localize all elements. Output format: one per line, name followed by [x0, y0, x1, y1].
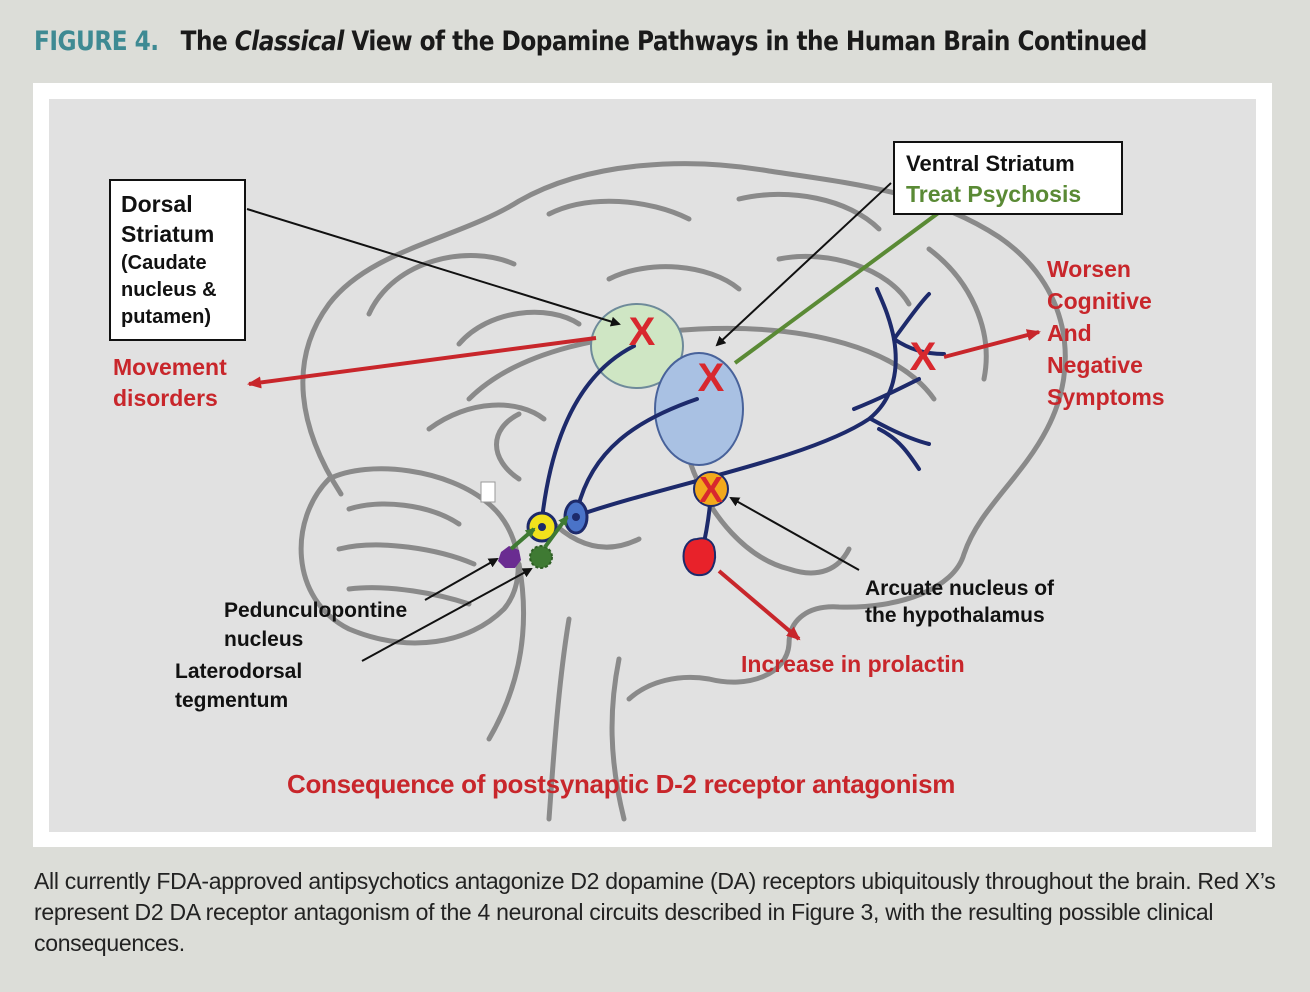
arcuate-line2: the hypothalamus: [865, 604, 1045, 627]
ventral-label: Ventral Striatum: [906, 151, 1075, 176]
ventral-striatum-box: Ventral Striatum Treat Psychosis: [893, 141, 1123, 215]
worsen-line3: And: [1047, 320, 1092, 346]
worsen-line1: Worsen: [1047, 256, 1131, 282]
title-prefix: The: [180, 26, 235, 57]
mesocortical-pathway: [574, 337, 898, 518]
dorsal-striatum-box: Dorsal Striatum (Caudate nucleus & putam…: [109, 179, 246, 341]
ventral-striatum-shape: [654, 352, 744, 466]
movement-arrow: [247, 336, 597, 389]
dorsal-label-line4: nucleus &: [121, 279, 217, 301]
vta-dot: [572, 513, 580, 521]
dorsal-label-line3: (Caudate: [121, 252, 207, 274]
cerebellum-folds: [336, 501, 477, 607]
brain-cortex-outline: [300, 161, 1068, 702]
brain-diagram: X X X X: [246, 161, 1068, 822]
psychosis-arrow: [733, 192, 966, 365]
figure-frame: X X X X Dorsal Striatum (Caudate nucleus…: [33, 83, 1272, 847]
dorsal-label-line1: Dorsal: [121, 191, 193, 217]
pedunculo-pointer-line: [424, 558, 499, 601]
laterodorsal-pointer-line: [361, 568, 533, 662]
worsen-line2: Cognitive: [1047, 288, 1152, 314]
ppn-to-sn-arrow: [509, 527, 536, 551]
cortical-branch-3: [869, 417, 931, 446]
dorsal-label-line2: Striatum: [121, 221, 215, 247]
pedunculopontine-label: Pedunculopontine nucleus: [224, 596, 407, 654]
brain-gyri: [366, 191, 989, 432]
treat-psychosis-label: Treat Psychosis: [906, 181, 1082, 207]
nigrostriatal-pathway: [540, 344, 636, 521]
cortical-branch-5: [877, 427, 921, 471]
arcuate-line1: Arcuate nucleus of: [865, 577, 1055, 600]
laterodorsal-label: Laterodorsal tegmentum: [175, 657, 302, 715]
consequence-label: Consequence of postsynaptic D-2 receptor…: [287, 769, 956, 799]
pedunculo-line1: Pedunculopontine: [224, 599, 408, 622]
laterodorsal-line1: Laterodorsal: [175, 660, 303, 683]
ventral-x-mark: X: [698, 356, 725, 400]
laterodorsal-line2: tegmentum: [175, 689, 289, 712]
substantia-nigra-dot: [538, 523, 546, 531]
worsen-line5: Symptoms: [1047, 384, 1165, 410]
diagram-panel: X X X X Dorsal Striatum (Caudate nucleus…: [49, 99, 1256, 832]
cortical-branch-6: [892, 337, 946, 356]
worsen-line4: Negative: [1047, 352, 1143, 378]
dorsal-pointer-line: [246, 208, 621, 327]
cognitive-arrow: [943, 329, 1041, 359]
prolactin-arrow: [717, 569, 801, 641]
white-marker: [480, 481, 496, 503]
dorsal-label-line5: putamen): [121, 306, 211, 328]
laterodorsal-nucleus-shape: [529, 545, 553, 569]
title-rest: View of the Dopamine Pathways in the Hum…: [343, 26, 1147, 57]
brainstem-outline: [486, 561, 627, 822]
arcuate-x-mark: X: [699, 469, 723, 510]
cortical-branch-4: [852, 377, 921, 411]
movement-disorders-label: Movement disorders: [113, 352, 227, 414]
prolactin-label: Increase in prolactin: [741, 651, 965, 677]
pedunculopontine-nucleus-shape: [498, 546, 521, 568]
corpus-callosum: [466, 325, 937, 402]
movement-line2: disorders: [113, 385, 218, 411]
dorsal-x-mark: X: [629, 310, 656, 354]
arcuate-nucleus: [693, 471, 729, 507]
pituitary-shape: [682, 537, 716, 577]
cortical-branch-2: [892, 292, 931, 341]
cortical-branch-1: [875, 287, 896, 341]
ventral-pointer-line: [715, 182, 892, 347]
ldt-to-vta-arrow: [543, 515, 569, 549]
figure-title: FIGURE 4. The Classical View of the Dopa…: [34, 26, 1147, 57]
figure-number: FIGURE 4.: [34, 26, 159, 57]
worsen-symptoms-label: Worsen Cognitive And Negative Symptoms: [1047, 253, 1165, 413]
title-italic: Classical: [234, 26, 345, 57]
movement-line1: Movement: [113, 354, 227, 380]
figure-caption: All currently FDA-approved antipsychotic…: [34, 868, 1276, 956]
arcuate-pointer-line: [729, 497, 860, 571]
pedunculo-line2: nucleus: [224, 628, 304, 651]
arcuate-label: Arcuate nucleus of the hypothalamus: [865, 575, 1054, 629]
cortical-x-mark: X: [910, 335, 937, 379]
cerebellum-outline: [298, 466, 521, 646]
mesolimbic-pathway: [574, 397, 699, 518]
